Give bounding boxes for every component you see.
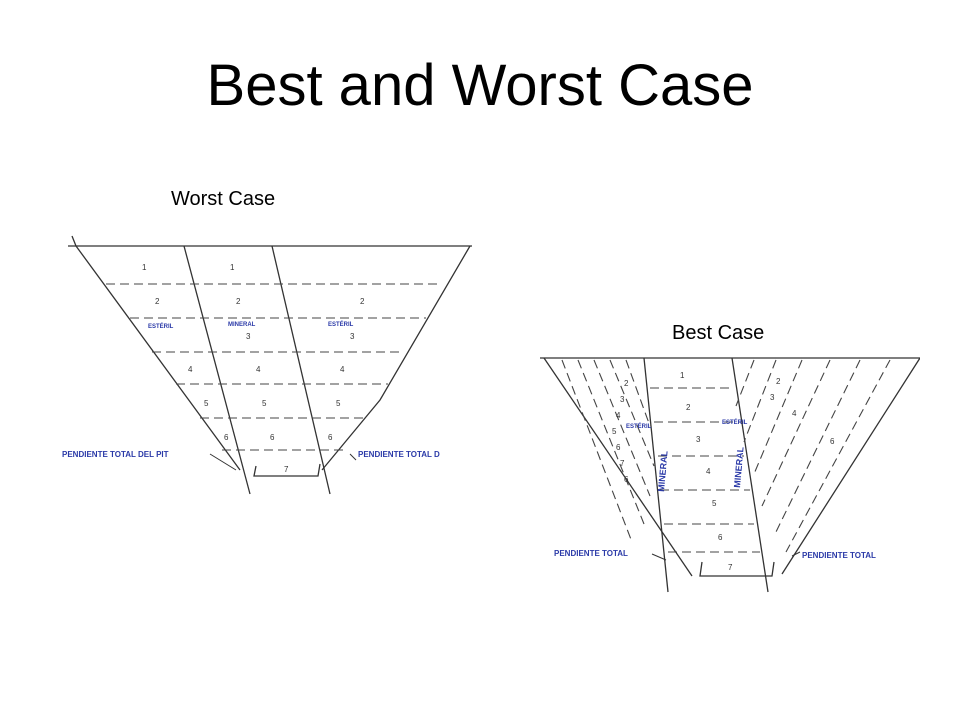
pit-left-wall — [75, 245, 241, 471]
wall-number: 3 — [620, 395, 625, 404]
wall-number: 6 — [616, 443, 621, 452]
wall-number: 4 — [792, 409, 797, 418]
pit-right-wall — [321, 245, 471, 471]
slope-label-left: PENDIENTE TOTAL DEL PIT — [62, 450, 169, 459]
bench-number: 6 — [270, 433, 275, 442]
bench-number: 4 — [256, 365, 261, 374]
bench-number: 6 — [328, 433, 333, 442]
wall-number: 7 — [620, 459, 625, 468]
bench-number: 3 — [246, 332, 251, 341]
esteril-label: ESTÉRIL — [328, 320, 354, 328]
bench-number: 6 — [224, 433, 229, 442]
contact-line-right — [271, 245, 331, 495]
esteril-label: ESTÉRIL — [626, 422, 652, 430]
wall-number: 2 — [624, 379, 629, 388]
esteril-label: ESTÉRIL — [722, 418, 748, 426]
bench-number: 7 — [284, 465, 289, 474]
wall-number: 2 — [776, 377, 781, 386]
bench-number: 6 — [718, 533, 723, 542]
ore-boundary-left — [643, 357, 669, 593]
esteril-label: ESTÉRIL — [148, 322, 174, 330]
bench-number: 2 — [686, 403, 691, 412]
bench-number: 1 — [142, 263, 147, 272]
bench-number: 5 — [204, 399, 209, 408]
bench-number: 7 — [728, 563, 733, 572]
pit-bottom — [253, 463, 321, 477]
bench-number: 1 — [680, 371, 685, 380]
pit-right-wall — [781, 357, 920, 575]
worst-case-pit-diagram: 1 1 2 2 2 3 3 4 4 4 5 5 5 6 6 6 7 ESTÉRI… — [62, 235, 472, 495]
wall-bench-lines — [561, 359, 891, 553]
mineral-label: MINERAL — [228, 322, 256, 328]
best-case-caption: Best Case — [672, 322, 765, 344]
slope-label-right: PENDIENTE TOTAL — [802, 551, 876, 560]
mineral-label-vertical: MINERAL — [656, 450, 670, 492]
contact-line-left — [183, 245, 251, 495]
mineral-label-vertical: MINERAL — [732, 446, 746, 488]
wall-number: 6 — [830, 437, 835, 446]
pit-bottom — [699, 561, 775, 577]
slope-label-right: PENDIENTE TOTAL D — [358, 450, 440, 459]
pit-left-wall — [543, 357, 693, 577]
slide-title: Best and Worst Case — [206, 53, 754, 118]
ore-boundary-right — [731, 357, 769, 593]
bench-number: 2 — [155, 297, 160, 306]
best-case-pit-diagram: 1 2 3 4 5 6 7 2 3 4 5 6 7 6 2 3 4 6 ESTÉ… — [540, 357, 920, 593]
bench-lines — [650, 387, 760, 553]
bench-number: 4 — [706, 467, 711, 476]
bench-number: 4 — [188, 365, 193, 374]
bench-number: 3 — [350, 332, 355, 341]
bench-number: 4 — [340, 365, 345, 374]
bench-number: 3 — [696, 435, 701, 444]
wall-number: 3 — [770, 393, 775, 402]
bench-number: 1 — [230, 263, 235, 272]
bench-lines — [106, 283, 442, 451]
bench-number: 5 — [712, 499, 717, 508]
bench-number: 2 — [236, 297, 241, 306]
worst-case-caption: Worst Case — [171, 188, 276, 210]
bench-number: 2 — [360, 297, 365, 306]
wall-number: 4 — [616, 411, 621, 420]
bench-number: 5 — [336, 399, 341, 408]
bench-number: 5 — [262, 399, 267, 408]
slope-label-left: PENDIENTE TOTAL — [554, 549, 628, 558]
wall-number: 5 — [612, 427, 617, 436]
wall-number: 6 — [624, 475, 629, 484]
